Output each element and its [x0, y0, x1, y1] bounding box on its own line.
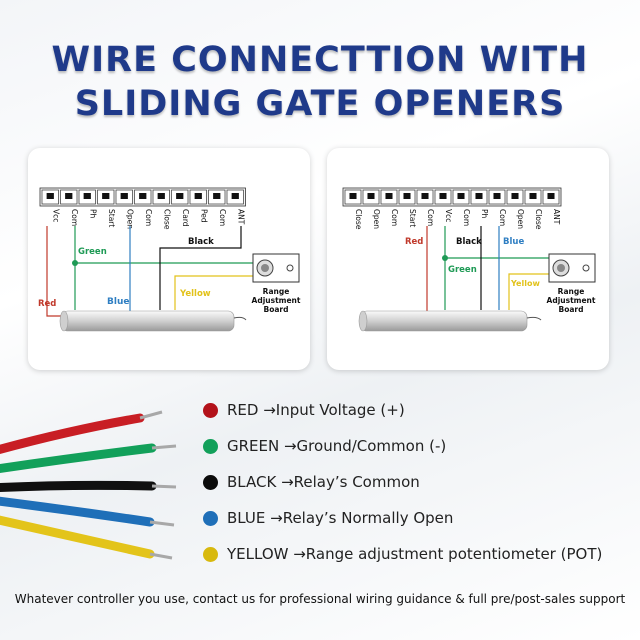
left-green-junction [72, 260, 78, 266]
right-board-label-2: Adjustment [547, 296, 596, 305]
left-label-yellow: Yellow [179, 289, 211, 299]
left-black-wire [159, 226, 242, 310]
left-terminal-screw-icon [139, 193, 147, 199]
yellow-cable-icon [0, 515, 173, 560]
left-board-label-3: Board [264, 305, 289, 314]
right-label-blue: Blue [503, 237, 524, 247]
title-line-1: WIRE CONNECTTION WITH [51, 40, 589, 80]
blue-cable-icon [0, 496, 175, 527]
left-terminal-label: Ped [199, 209, 208, 223]
left-terminal-label: Ph [88, 209, 97, 219]
right-board-label-3: Board [559, 305, 584, 314]
right-terminal-frame [342, 187, 562, 207]
right-terminal-label: Ph [480, 209, 489, 219]
left-terminal-block: Vcc Com Ph Start Open Com Close Card Ped Com ANT [39, 187, 246, 230]
left-terminal-label: Card [181, 209, 190, 227]
right-terminal-screw-icon [529, 193, 537, 199]
left-terminal-screw-icon [65, 193, 73, 199]
left-label-red: Red [38, 299, 56, 309]
left-terminal-screw-icon [231, 193, 239, 199]
left-label-blue: Blue [107, 297, 129, 307]
left-terminal-label: Com [144, 209, 153, 226]
right-range-board-icon [548, 253, 596, 283]
legend-text-black: BLACK →Relay’s Common [227, 473, 420, 491]
right-terminal-label: Open [516, 209, 525, 229]
right-terminal-label: Com [462, 209, 471, 226]
left-wiring-diagram: Vcc Com Ph Start Open Com Close Card Ped Com ANT R… [28, 148, 310, 370]
blue-dot-icon [203, 511, 218, 526]
black-cable-icon [0, 480, 177, 493]
left-range-board-icon [252, 253, 300, 283]
right-diagram-svg: Close Open Com Start Com Vcc Com Ph Com Open Close… [342, 187, 596, 332]
left-terminal-label: Vcc [51, 209, 60, 222]
legend-text-red: RED →Input Voltage (+) [227, 401, 405, 419]
left-board-label-2: Adjustment [252, 296, 301, 305]
right-terminal-screw-icon [421, 193, 429, 199]
right-terminal-screw-icon [475, 193, 483, 199]
right-terminal-label: Vcc [444, 209, 453, 222]
left-terminal-label: Com [218, 209, 227, 226]
right-terminal-label: Close [534, 209, 543, 230]
right-label-yellow: Yellow [510, 279, 540, 288]
left-terminal-label: Start [107, 209, 116, 227]
red-dot-icon [203, 403, 218, 418]
left-terminal-label: Com [70, 209, 79, 226]
right-terminal-label: Start [408, 209, 417, 227]
right-terminal-label: ANT [552, 209, 561, 225]
left-terminal-label: ANT [236, 209, 245, 225]
right-terminal-block: Close Open Com Start Com Vcc Com Ph Com Open Close… [342, 187, 562, 230]
left-terminal-screw-icon [83, 193, 91, 199]
right-terminal-label: Com [390, 209, 399, 226]
left-label-green: Green [78, 247, 107, 257]
right-label-green: Green [448, 265, 477, 275]
black-dot-icon [203, 475, 218, 490]
left-terminal-screw-icon [46, 193, 54, 199]
right-yellow-wire [508, 273, 549, 310]
legend-text-blue: BLUE →Relay’s Normally Open [227, 509, 454, 527]
left-terminal-screw-icon [102, 193, 110, 199]
left-terminal-screw-icon [120, 193, 128, 199]
left-terminal-label: Close [162, 209, 171, 230]
footer-support-note: Whatever controller you use, contact us … [14, 592, 626, 606]
colored-cables-image [0, 410, 177, 560]
left-terminal-screw-icon [194, 193, 202, 199]
right-terminal-label: Close [354, 209, 363, 230]
right-green-junction [442, 255, 448, 261]
right-terminal-screw-icon [547, 193, 555, 199]
left-terminal-screw-icon [176, 193, 184, 199]
right-terminal-screw-icon [511, 193, 519, 199]
right-label-black: Black [456, 237, 482, 247]
left-terminal-screw-icon [157, 193, 165, 199]
legend-text-yellow: YELLOW →Range adjustment potentiometer (… [227, 545, 603, 563]
right-terminal-screw-icon [457, 193, 465, 199]
left-board-label-1: Range [263, 287, 290, 296]
left-yellow-wire [174, 275, 254, 310]
green-dot-icon [203, 439, 218, 454]
title-line-2: SLIDING GATE OPENERS [74, 84, 566, 124]
right-terminal-screw-icon [349, 193, 357, 199]
right-cable-tube-icon [358, 310, 542, 332]
right-terminal-screw-icon [367, 193, 375, 199]
green-cable-icon [0, 443, 177, 474]
right-terminal-label: Com [426, 209, 435, 226]
right-terminal-label: Com [498, 209, 507, 226]
right-terminal-screw-icon [439, 193, 447, 199]
right-terminal-screw-icon [385, 193, 393, 199]
left-diagram-svg: Vcc Com Ph Start Open Com Close Card Ped Com ANT R… [38, 187, 301, 332]
left-red-wire [46, 226, 62, 317]
right-terminal-label: Open [372, 209, 381, 229]
right-label-red: Red [405, 237, 423, 247]
left-terminal-label: Open [125, 209, 134, 229]
right-terminal-screw-icon [493, 193, 501, 199]
red-cable-icon [0, 410, 163, 454]
yellow-dot-icon [203, 547, 218, 562]
left-label-black: Black [188, 237, 214, 247]
right-wiring-diagram: Close Open Com Start Com Vcc Com Ph Com Open Close… [327, 148, 609, 370]
left-terminal-screw-icon [213, 193, 221, 199]
left-cable-tube-icon [59, 310, 247, 332]
right-board-label-1: Range [558, 287, 585, 296]
legend-text-green: GREEN →Ground/Common (-) [227, 437, 447, 455]
left-green-wire [74, 226, 253, 264]
right-terminal-screw-icon [403, 193, 411, 199]
